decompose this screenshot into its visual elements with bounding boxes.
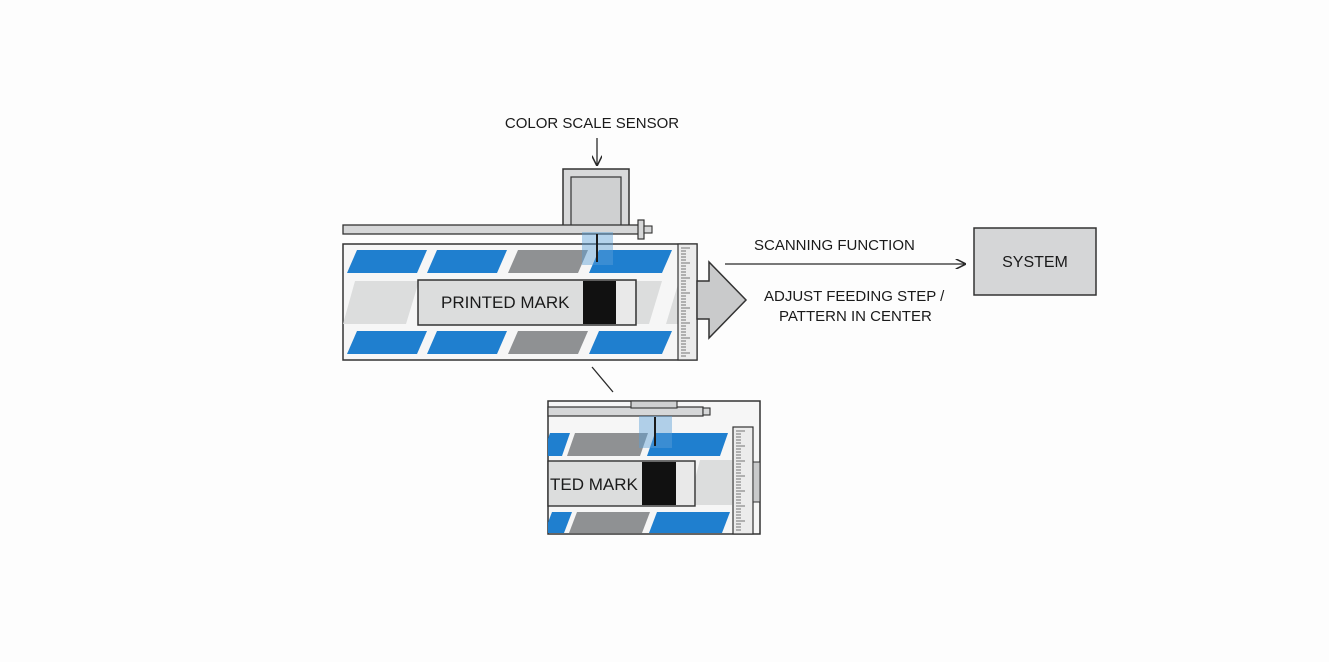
zoom-band-gray-bottom-2 <box>569 512 650 533</box>
system-box: SYSTEM <box>973 227 1097 296</box>
printed-mark-label: PRINTED MARK <box>441 293 570 312</box>
sensor-beam <box>582 232 613 265</box>
band-blue-bottom-1 <box>347 331 427 354</box>
zoom-printed-mark-label: TED MARK <box>550 475 639 494</box>
adjust-label-line2: PATTERN IN CENTER <box>779 308 932 325</box>
band-blue-bottom-4 <box>589 331 672 354</box>
band-blue-top-1 <box>347 250 427 273</box>
band-gray-bottom-3 <box>508 331 588 354</box>
scanning-function-label: SCANNING FUNCTION <box>754 237 915 254</box>
zoom-detail-panel: TED MARK <box>547 400 761 535</box>
zoom-band-gray-top-2 <box>567 433 648 456</box>
band-blue-top-2 <box>427 250 507 273</box>
sensor-icon <box>562 168 630 228</box>
band-blue-top-4 <box>589 250 672 273</box>
zoom-ruler-ticks <box>736 430 745 531</box>
ruler-ticks <box>681 247 690 357</box>
zoom-band-blue-top-1 <box>548 433 570 456</box>
zoom-band-blue-bottom-1 <box>548 512 572 533</box>
band-gray-top-3 <box>508 250 588 273</box>
band-blue-bottom-2 <box>427 331 507 354</box>
adjust-label-line1: ADJUST FEEDING STEP / <box>764 288 945 305</box>
system-label: SYSTEM <box>1002 254 1068 271</box>
printed-mark-box: PRINTED MARK <box>417 279 637 326</box>
printed-mark-black <box>583 281 616 324</box>
sensor-label: COLOR SCALE SENSOR <box>505 115 679 132</box>
zoom-band-blue-top-3 <box>647 433 728 456</box>
ruler-strip <box>677 243 698 361</box>
block-arrow-icon <box>696 260 748 340</box>
zoom-band-blue-bottom-3 <box>649 512 730 533</box>
zoom-leader-line <box>591 366 614 393</box>
guide-rail <box>342 219 653 240</box>
zoom-printed-mark-black <box>642 462 676 505</box>
